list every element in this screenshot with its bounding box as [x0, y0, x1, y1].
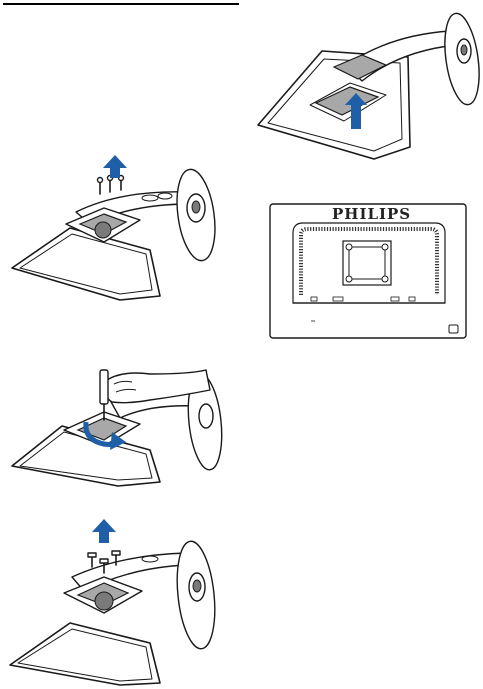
header-rule [3, 3, 239, 5]
figure-lift-stand [250, 5, 483, 165]
arrow-up-icon [103, 155, 127, 178]
figure-rear-view [269, 203, 469, 341]
brand-logo: PHILIPS [332, 205, 411, 223]
figure-rotate-screwdriver [0, 360, 240, 490]
figure-screws-removed [0, 515, 240, 689]
arrow-up-icon [92, 519, 116, 543]
figure-remove-screws [0, 150, 240, 310]
